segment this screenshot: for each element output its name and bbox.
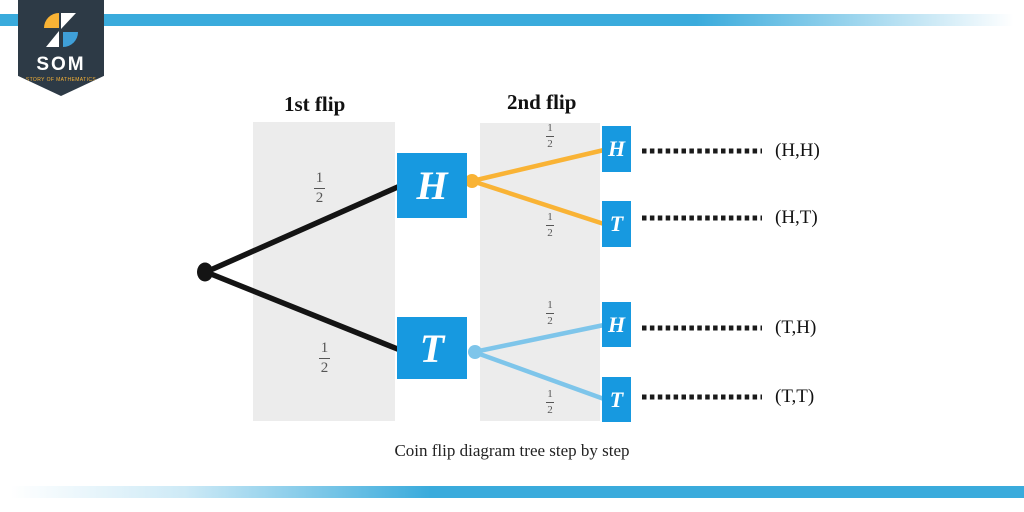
probability-h-hh: 1 2 (546, 123, 554, 150)
fraction-bar (546, 313, 554, 314)
node-heads-level1-label: H (416, 163, 448, 208)
branch-root-to-h (203, 183, 403, 275)
denominator: 2 (320, 360, 329, 376)
node-th: H (602, 302, 631, 347)
denominator: 2 (547, 315, 553, 327)
probability-t-th: 1 2 (546, 300, 554, 327)
probability-root-t: 1 2 (319, 341, 330, 376)
outcome-th: (T,H) (775, 317, 817, 338)
fraction-bar (546, 225, 554, 226)
numerator: 1 (320, 340, 329, 356)
branch-h-to-ht (469, 178, 607, 227)
outcome-tt: (T,T) (775, 386, 815, 407)
fraction-bar (314, 188, 325, 189)
numerator: 1 (547, 388, 553, 400)
second-flip-header: 2nd flip (507, 90, 577, 114)
outcome-hh: (H,H) (775, 140, 820, 161)
node-hh: H (602, 126, 631, 172)
denominator: 2 (547, 227, 553, 239)
denominator: 2 (315, 190, 324, 206)
branch-t-to-th (471, 322, 607, 355)
node-tails-level1: T (397, 317, 467, 379)
branch-t-to-tt (471, 349, 607, 402)
fraction-bar (546, 136, 554, 137)
node-tt: T (602, 377, 631, 422)
node-heads-level1: H (397, 153, 467, 218)
branch-h-to-hh (469, 147, 607, 184)
node-tt-label: T (609, 386, 624, 412)
t-junction-dot (468, 345, 482, 359)
first-flip-column-band (253, 122, 395, 421)
first-flip-header: 1st flip (284, 92, 346, 116)
denominator: 2 (547, 404, 553, 416)
h-junction-dot (465, 174, 479, 188)
node-th-label: H (607, 311, 626, 337)
denominator: 2 (547, 138, 553, 150)
node-ht: T (602, 201, 631, 247)
som-pinwheel-icon (44, 13, 78, 47)
som-logo-badge: SOM STORY OF MATHEMATICS (18, 0, 104, 96)
root-node-dot (197, 262, 213, 282)
brand-tagline: STORY OF MATHEMATICS (25, 77, 97, 83)
numerator: 1 (315, 170, 324, 186)
fraction-bar (546, 402, 554, 403)
outcome-ht: (H,T) (775, 207, 818, 228)
probability-t-tt: 1 2 (546, 389, 554, 416)
diagram-caption: Coin flip diagram tree step by step (394, 441, 630, 460)
node-ht-label: T (609, 211, 624, 236)
probability-root-h: 1 2 (314, 171, 325, 206)
top-accent-stripe (0, 14, 1024, 26)
numerator: 1 (547, 211, 553, 223)
branch-root-to-t (203, 269, 403, 353)
fraction-bar (319, 358, 330, 359)
probability-h-ht: 1 2 (546, 212, 554, 239)
numerator: 1 (547, 122, 553, 134)
brand-name: SOM (36, 54, 86, 75)
numerator: 1 (547, 299, 553, 311)
node-hh-label: H (607, 136, 626, 161)
node-tails-level1-label: T (419, 325, 445, 371)
bottom-accent-stripe (0, 486, 1024, 498)
